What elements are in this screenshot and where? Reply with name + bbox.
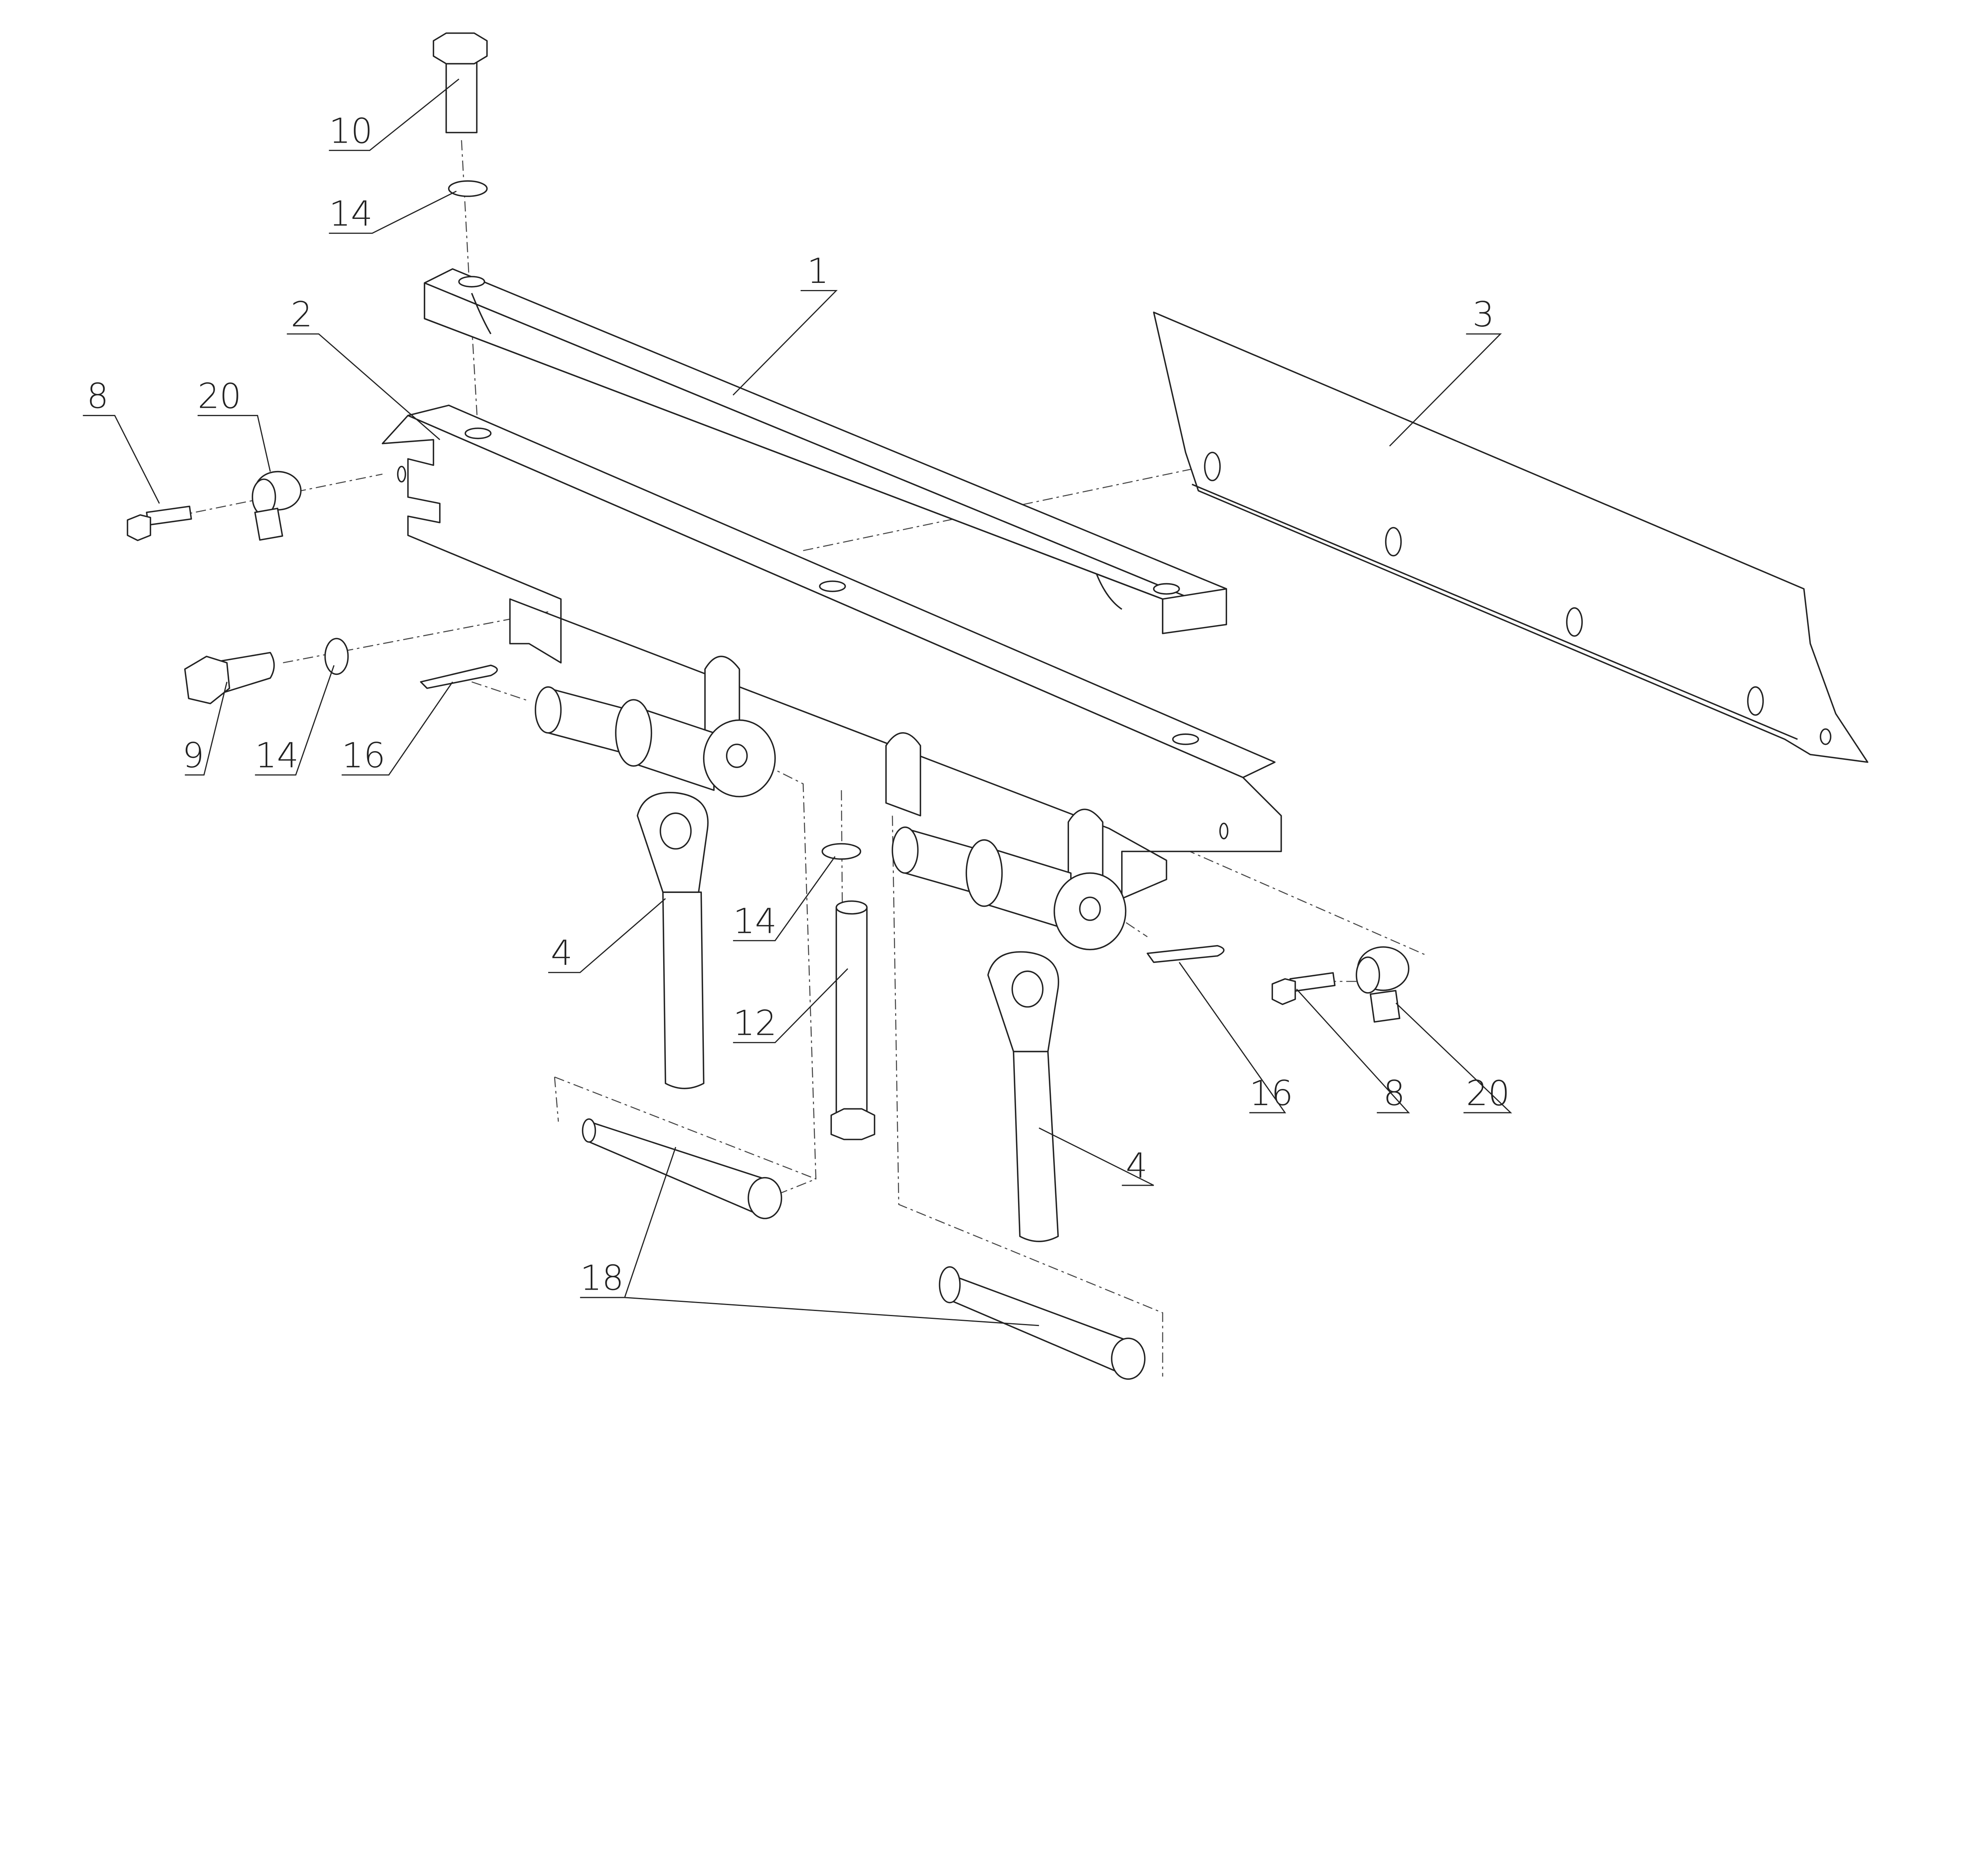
part-8-bolt-right [1271,972,1336,1005]
part-16-cotter-pin-left [420,665,498,689]
part-14-washer-top [448,180,488,197]
callout-number: 3 [1473,294,1494,335]
part-4-eye-bolt-right [987,951,1060,1242]
callout-number: 16 [342,735,386,776]
exploded-assembly-drawing: 10 14 1 2 3 8 20 9 14 16 4 14 [83,32,1869,1380]
callout-14-lower: 14 [733,856,836,941]
callout-14-top: 14 [329,190,457,234]
part-18-pin-left [582,1118,782,1219]
callout-3: 3 [1389,294,1502,447]
callout-14-mid: 14 [255,665,335,776]
callout-1: 1 [732,251,838,396]
part-18-pin-right [939,1266,1146,1380]
part-20-rod-end-right [1356,946,1410,1023]
callout-number: 1 [807,251,829,291]
callout-4-left: 4 [548,898,666,973]
callout-number: 18 [580,1258,624,1298]
part-3-blade-plate [1153,311,1869,763]
callout-10: 10 [329,78,460,151]
callout-number: 8 [1383,1073,1405,1113]
callout-20-right: 20 [1395,1002,1512,1113]
part-8-bolt-left [126,505,192,541]
callout-4-right: 4 [1039,1127,1154,1186]
callout-20-left: 20 [198,376,271,472]
callout-number: 4 [551,933,573,973]
callout-2: 2 [287,294,440,440]
part-9-hex-bolt [184,652,275,704]
callout-12: 12 [733,968,848,1043]
callout-number: 20 [1466,1073,1510,1113]
callout-number: 4 [1126,1146,1147,1186]
part-12-long-bolt [830,900,875,1140]
callout-16-right: 16 [1178,962,1293,1113]
callout-18: 18 [580,1147,1039,1326]
part-20-rod-end-left [251,471,302,541]
callout-16-left: 16 [341,681,453,776]
callout-number: 14 [733,901,777,941]
part-14-washer-lower [821,843,862,860]
callout-number: 10 [329,111,373,151]
part-10-hex-bolt [433,32,488,134]
callout-8-right: 8 [1296,989,1410,1113]
part-1-upper-bar [424,268,1227,634]
callout-8-left: 8 [83,376,160,504]
callout-number: 2 [290,294,312,335]
callout-number: 14 [329,194,373,234]
callout-number: 9 [182,735,204,776]
callout-number: 8 [87,376,108,416]
part-2-frame-bar [381,405,1282,950]
callout-number: 14 [255,735,299,776]
part-14-washer-mid [324,638,349,675]
callout-9: 9 [182,682,228,776]
part-4-eye-bolt-left [637,792,709,1089]
callout-number: 20 [198,376,241,416]
callout-number: 12 [733,1003,777,1043]
part-16-cotter-pin-right [1146,945,1225,963]
